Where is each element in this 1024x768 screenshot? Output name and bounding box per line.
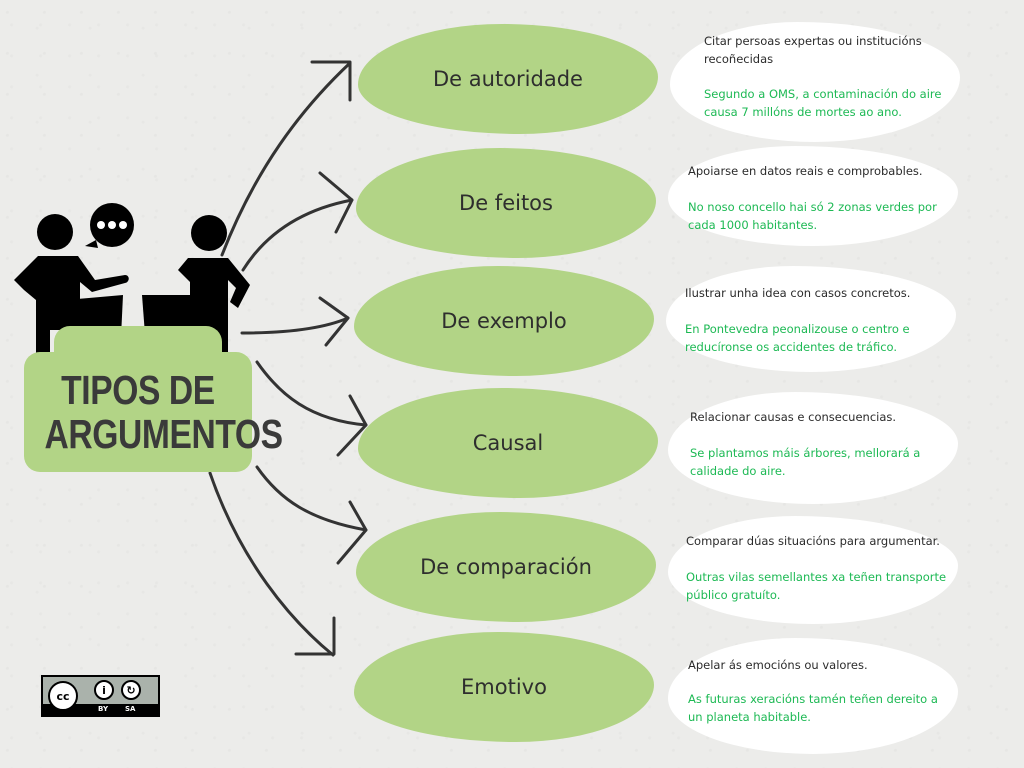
type-label: Emotivo — [461, 675, 547, 699]
definition-text: Apoiarse en datos reais e comprobables. — [688, 164, 923, 178]
type-emotivo: Emotivo — [354, 632, 654, 742]
by-label: BY — [98, 705, 109, 713]
definition-text: Citar persoas expertas ou institucións r… — [704, 34, 922, 66]
description-de-comparacion: Comparar dúas situacións para argumentar… — [668, 516, 958, 624]
type-causal: Causal — [358, 388, 658, 498]
cc-by-sa-license-badge[interactable]: cc i ↻ BY SA — [41, 675, 160, 717]
cc-icon: cc — [48, 681, 78, 711]
cc-label: cc — [56, 689, 70, 703]
title-line-2: ARGUMENTOS — [44, 411, 284, 457]
title-line-1: TIPOS DE — [61, 367, 215, 413]
example-text: As futuras xeracións tamén teñen dereito… — [688, 692, 938, 724]
description-emotivo: Apelar ás emocións ou valores. As futura… — [668, 638, 958, 754]
description-causal: Relacionar causas e consecuencias. Se pl… — [668, 392, 958, 504]
definition-text: Relacionar causas e consecuencias. — [690, 410, 897, 424]
type-de-feitos: De feitos — [356, 148, 656, 258]
title-box — [24, 326, 252, 472]
badge-strip — [43, 704, 158, 715]
example-text: No noso concello hai só 2 zonas verdes p… — [688, 200, 937, 232]
arrow-emotivo — [208, 471, 335, 657]
definition-text: Comparar dúas situacións para argumentar… — [686, 534, 940, 548]
definition-text: Apelar ás emocións ou valores. — [688, 658, 868, 672]
sa-label: SA — [125, 705, 136, 713]
arrow-de-comparacion — [255, 465, 368, 532]
share-alike-icon: ↻ — [121, 680, 141, 700]
type-label: De autoridade — [433, 67, 583, 91]
type-de-exemplo: De exemplo — [354, 266, 654, 376]
example-text: En Pontevedra peonalizouse o centro e re… — [685, 322, 910, 354]
type-de-autoridade: De autoridade — [358, 24, 658, 134]
page-title: TIPOS DE ARGUMENTOS — [44, 367, 284, 457]
type-label: Causal — [472, 431, 544, 455]
example-text: Se plantamos máis árbores, mellorará a c… — [690, 446, 921, 478]
definition-text: Ilustrar unha idea con casos concretos. — [685, 286, 911, 300]
type-label: De feitos — [459, 191, 553, 215]
attribution-icon: i — [94, 680, 114, 700]
description-de-feitos: Apoiarse en datos reais e comprobables. … — [668, 146, 958, 246]
description-de-exemplo: Ilustrar unha idea con casos concretos. … — [666, 266, 956, 372]
example-text: Segundo a OMS, a contaminación do aire c… — [704, 87, 942, 119]
example-text: Outras vilas semellantes xa teñen transp… — [686, 570, 947, 602]
type-label: De comparación — [420, 555, 592, 579]
description-de-autoridade: Citar persoas expertas ou institucións r… — [670, 22, 960, 142]
type-label: De exemplo — [441, 309, 567, 333]
type-de-comparacion: De comparación — [356, 512, 656, 622]
